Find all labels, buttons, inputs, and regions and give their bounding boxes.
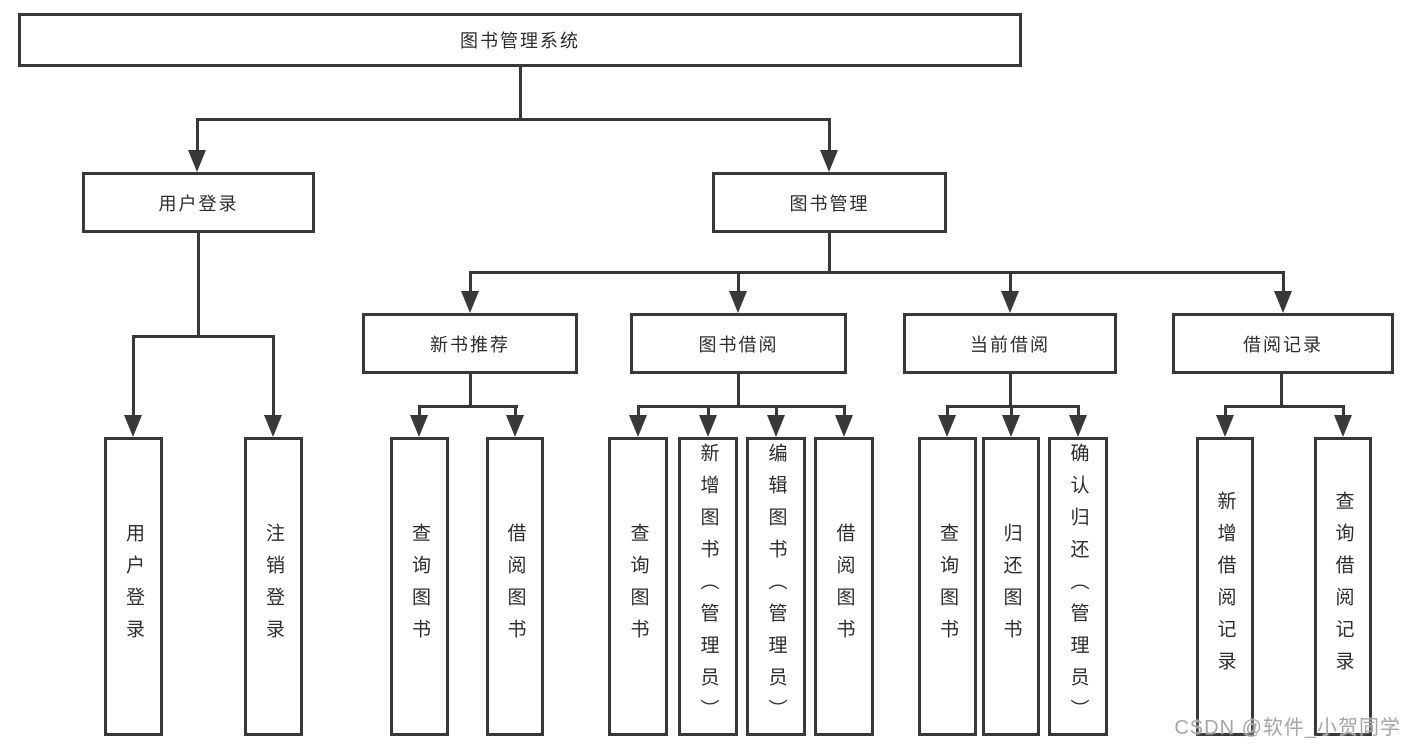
connector-line	[469, 271, 472, 293]
leaf-borrow-books-recommend: 借阅图书	[486, 437, 544, 736]
node-new-book-recommendation: 新书推荐	[362, 313, 578, 374]
arrow-down-icon	[938, 415, 956, 437]
connector-line	[514, 405, 517, 417]
arrow-down-icon	[1069, 415, 1087, 437]
leaf-label: 用户登录	[123, 522, 144, 651]
leaf-user-login: 用户登录	[104, 437, 163, 736]
leaf-label: 注销登录	[263, 522, 284, 651]
arrow-down-icon	[835, 415, 853, 437]
csdn-watermark: CSDN @软件_小贺同学	[1174, 717, 1401, 739]
leaf-edit-book-admin: 编辑图书（管理员）	[746, 437, 806, 736]
connector-line	[196, 118, 831, 121]
leaf-label: 确认归还（管理员）	[1067, 442, 1089, 731]
leaf-label: 借阅图书	[833, 522, 855, 651]
arrow-down-icon	[767, 415, 785, 437]
node-current-borrowing: 当前借阅	[903, 313, 1117, 374]
arrow-down-icon	[1334, 415, 1352, 437]
connector-line	[1224, 405, 1227, 417]
leaf-add-book-admin: 新增图书（管理员）	[678, 437, 738, 736]
leaf-query-books-current: 查询图书	[918, 437, 977, 736]
arrow-down-icon	[188, 150, 206, 172]
arrow-down-icon	[264, 415, 282, 437]
leaf-label: 归还图书	[1000, 522, 1022, 651]
leaf-label: 新增图书（管理员）	[697, 442, 719, 731]
leaf-label: 借阅图书	[504, 522, 526, 651]
leaf-label: 查询图书	[627, 522, 649, 651]
node-book-management: 图书管理	[712, 172, 947, 233]
connector-line	[1282, 271, 1285, 293]
arrow-down-icon	[1001, 291, 1019, 313]
leaf-label: 查询图书	[409, 522, 430, 651]
connector-line	[828, 233, 831, 271]
connector-line	[707, 405, 710, 417]
leaf-borrow-books-borrowing: 借阅图书	[814, 437, 874, 736]
arrow-down-icon	[699, 415, 717, 437]
connector-line	[1342, 405, 1345, 417]
connector-line	[272, 335, 275, 415]
connector-line	[946, 405, 949, 417]
connector-line	[775, 405, 778, 417]
connector-line	[469, 271, 1285, 274]
node-book-borrowing: 图书借阅	[630, 313, 847, 374]
arrow-down-icon	[629, 415, 647, 437]
leaf-return-books: 归还图书	[982, 437, 1040, 736]
connector-line	[1077, 405, 1080, 417]
leaf-logout: 注销登录	[244, 437, 303, 736]
leaf-confirm-return-admin: 确认归还（管理员）	[1048, 437, 1108, 736]
connector-line	[196, 118, 199, 152]
leaf-label: 编辑图书（管理员）	[765, 442, 787, 731]
connector-line	[1009, 374, 1012, 405]
arrow-down-icon	[1274, 291, 1292, 313]
node-label: 用户登录	[158, 193, 239, 214]
node-label: 图书管理系统	[460, 31, 580, 51]
connector-line	[828, 118, 831, 152]
connector-line	[519, 67, 522, 118]
connector-line	[946, 405, 1080, 408]
connector-line	[637, 405, 846, 408]
connector-line	[1280, 374, 1283, 405]
arrow-down-icon	[461, 291, 479, 313]
arrow-down-icon	[506, 415, 524, 437]
node-label: 图书管理	[789, 193, 870, 214]
arrow-down-icon	[1216, 415, 1234, 437]
node-label: 当前借阅	[970, 334, 1050, 355]
connector-line	[418, 405, 518, 408]
node-library-management-system: 图书管理系统	[18, 13, 1022, 67]
leaf-label: 查询借阅记录	[1332, 490, 1354, 683]
arrow-down-icon	[820, 150, 838, 172]
connector-line	[132, 335, 135, 415]
connector-line	[637, 405, 640, 417]
node-label: 新书推荐	[430, 334, 510, 355]
leaf-label: 新增借阅记录	[1214, 490, 1236, 683]
connector-line	[1010, 405, 1013, 417]
arrow-down-icon	[410, 415, 428, 437]
arrow-down-icon	[124, 415, 142, 437]
arrow-down-icon	[729, 291, 747, 313]
node-label: 图书借阅	[698, 334, 779, 355]
connector-line	[418, 405, 421, 417]
node-user-login: 用户登录	[82, 172, 315, 233]
arrow-down-icon	[1002, 415, 1020, 437]
leaf-query-books-recommend: 查询图书	[390, 437, 449, 736]
node-borrowing-records: 借阅记录	[1172, 313, 1394, 374]
connector-line	[469, 374, 472, 405]
leaf-query-books-borrowing: 查询图书	[608, 437, 668, 736]
node-label: 借阅记录	[1243, 334, 1323, 355]
leaf-query-borrow-record: 查询借阅记录	[1314, 437, 1372, 736]
connector-line	[737, 271, 740, 293]
leaf-add-borrow-record: 新增借阅记录	[1196, 437, 1254, 736]
connector-line	[1009, 271, 1012, 293]
connector-line	[737, 374, 740, 405]
connector-line	[1224, 405, 1345, 408]
connector-line	[843, 405, 846, 417]
connector-line	[197, 233, 200, 335]
connector-line	[132, 335, 275, 338]
leaf-label: 查询图书	[937, 522, 958, 651]
